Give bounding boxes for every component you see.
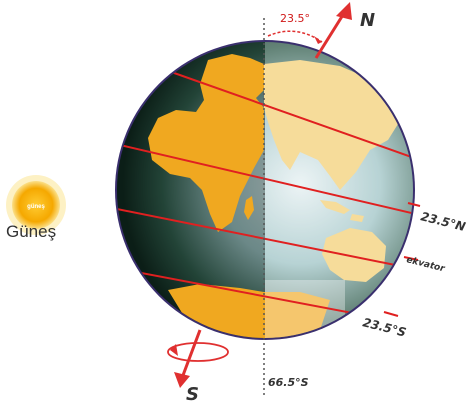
rotation-arrowhead: [170, 344, 178, 356]
tilt-bottom-label: 66.5°S: [268, 376, 309, 389]
tropic-south-label: 23.5°S: [361, 315, 407, 339]
rotation-ellipse: [167, 342, 229, 362]
tropic-north-extension: [407, 202, 421, 207]
tilt-arc-arrowhead: [314, 36, 322, 44]
globe: [115, 40, 421, 340]
indonesia-islands: [320, 200, 364, 222]
south-arrowhead: [174, 372, 190, 388]
north-label: N: [360, 10, 375, 31]
equator-line: [117, 207, 413, 271]
tropic-of-cancer-line: [119, 144, 413, 216]
north-arrowhead: [336, 2, 352, 20]
south-axis-line: [180, 329, 202, 379]
madagascar-landmass: [244, 196, 254, 220]
australia-landmass: [322, 228, 386, 282]
asia-landmass: [264, 60, 398, 190]
latitude-lines: [117, 67, 413, 323]
latitude-line-extensions: [383, 202, 421, 317]
sun-badge-text: güneş: [27, 204, 45, 210]
sun: güneş: [6, 175, 66, 235]
north-axis-line: [314, 9, 348, 59]
tropic-north-label: 23.5°N: [419, 209, 467, 234]
south-label: S: [186, 384, 199, 405]
sun-label: Güneş: [6, 222, 57, 241]
sun-disc: [12, 181, 60, 229]
axis-south: [167, 329, 229, 388]
equator-extension: [403, 256, 419, 261]
axis-north: [314, 2, 352, 59]
tilt-top-label: 23.5°: [280, 12, 310, 25]
arctic-line: [159, 67, 413, 161]
africa-europe-landmass: [148, 54, 264, 232]
tilt-arc-top: [267, 30, 323, 43]
tropic-south-extension: [383, 311, 399, 317]
equator-label: ekvator: [405, 255, 446, 274]
